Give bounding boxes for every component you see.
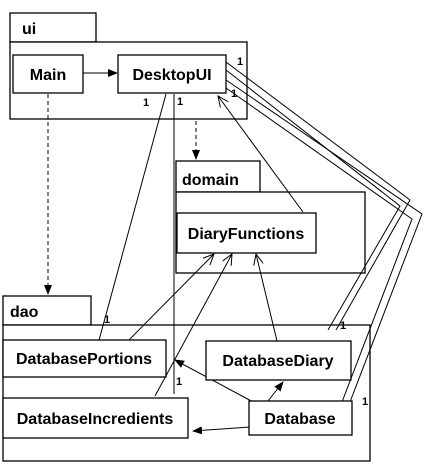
- desktopui-to-database-line-inner: [225, 87, 413, 403]
- portions-to-diaryfunctions-arrow: [123, 254, 214, 346]
- multiplicity-labels: 1 1 1 1 1 1 1 1: [104, 56, 368, 408]
- diary-to-diaryfunctions-arrow: [256, 254, 278, 342]
- class-main-label: Main: [30, 67, 66, 84]
- class-databaseincredients[interactable]: DatabaseIncredients: [2, 397, 189, 439]
- class-database-label: Database: [264, 411, 335, 428]
- mult-desktopui-right-top: 1: [237, 56, 243, 68]
- package-domain-tab: [175, 160, 261, 193]
- class-desktopui-box: [117, 54, 227, 94]
- class-databasediary-box: [205, 340, 352, 381]
- incredients-to-diaryfunctions-arrow: [154, 254, 232, 397]
- mult-dao-right-top: 1: [340, 320, 346, 332]
- class-diaryfunctions[interactable]: DiaryFunctions: [176, 212, 317, 254]
- class-databasediary[interactable]: DatabaseDiary: [205, 340, 352, 381]
- mult-desktopui-bottom-left: 1: [143, 97, 149, 109]
- class-main[interactable]: Main: [12, 54, 84, 94]
- desktopui-to-dao-line-outer: [225, 61, 411, 331]
- class-databaseportions-label: DatabasePortions: [16, 351, 152, 368]
- mult-portions-top: 1: [104, 314, 110, 326]
- desktopui-to-database-line-outer: [225, 79, 423, 403]
- package-dao-label: dao: [10, 304, 39, 321]
- desktopui-to-portions-line: [97, 93, 167, 345]
- mult-incredients-left: 1: [176, 376, 182, 388]
- mult-desktopui-bottom-right: 1: [177, 96, 183, 108]
- class-diaryfunctions-label: DiaryFunctions: [188, 226, 305, 243]
- database-to-portions-arrow: [174, 359, 256, 404]
- class-desktopui[interactable]: DesktopUI: [117, 54, 227, 94]
- package-ui-tab: [9, 12, 97, 43]
- class-database-box: [248, 400, 353, 436]
- class-database[interactable]: Database: [248, 400, 353, 436]
- class-databasediary-label: DatabaseDiary: [222, 353, 333, 370]
- package-ui-label: ui: [22, 21, 36, 38]
- class-databaseportions-box: [2, 339, 167, 378]
- mult-database-right: 1: [362, 396, 368, 408]
- database-to-incredients-arrow: [192, 426, 251, 435]
- class-desktopui-label: DesktopUI: [132, 67, 211, 84]
- diaryfunctions-to-desktopui-arrow: [218, 96, 304, 213]
- class-diaryfunctions-box: [176, 212, 317, 254]
- mult-desktopui-right-bottom: 1: [231, 88, 237, 100]
- package-domain-label: domain: [182, 172, 239, 189]
- class-databaseportions[interactable]: DatabasePortions: [2, 339, 167, 378]
- desktopui-to-dao-line-inner: [225, 69, 401, 331]
- database-to-diary-arrow: [267, 381, 284, 402]
- class-databaseincredients-box: [2, 397, 189, 439]
- connections: [44, 61, 423, 435]
- class-databaseincredients-label: DatabaseIncredients: [17, 411, 174, 428]
- class-main-box: [12, 54, 84, 94]
